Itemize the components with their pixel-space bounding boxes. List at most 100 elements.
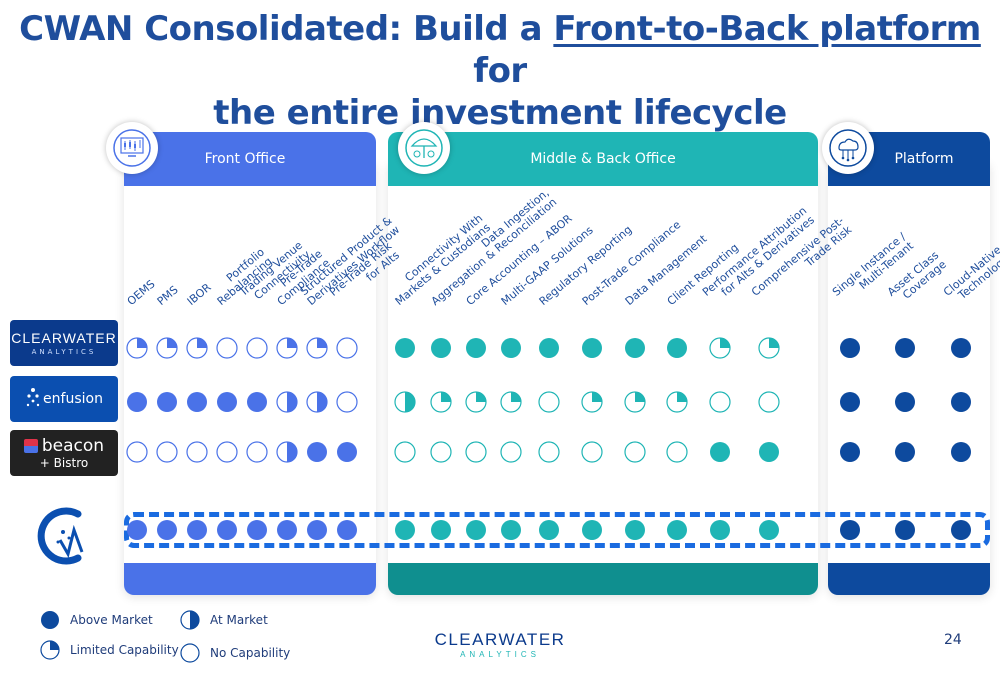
capability-dot-beacon-front-3 (186, 441, 208, 463)
capability-dot-clearwater-middle-2 (430, 337, 452, 359)
limited-capability-icon (40, 640, 60, 660)
capability-dot-enfusion-front-3 (186, 391, 208, 413)
capability-dot-enfusion-front-4 (216, 391, 238, 413)
capability-dot-cwan-front-1 (126, 519, 148, 541)
clearwater-logo-line2: ANALYTICS (31, 348, 97, 356)
capability-dot-enfusion-middle-9 (709, 391, 731, 413)
capability-dot-cwan-front-8 (336, 519, 358, 541)
capability-dot-clearwater-middle-7 (624, 337, 646, 359)
footer-brand-line2: ANALYTICS (460, 650, 540, 659)
front-office-label: Front Office (204, 151, 286, 167)
capability-dot-clearwater-middle-8 (666, 337, 688, 359)
cloud-circuit-icon (822, 122, 874, 174)
capability-dot-enfusion-middle-8 (666, 391, 688, 413)
umbrella-money-icon (398, 122, 450, 174)
capability-dot-clearwater-front-7 (306, 337, 328, 359)
platform-label: Platform (894, 151, 954, 167)
clearwater-logo: CLEARWATER ANALYTICS (10, 320, 118, 366)
capability-dot-beacon-front-6 (276, 441, 298, 463)
legend-above-label: Above Market (70, 613, 153, 627)
beacon-logo-line2: + Bistro (39, 456, 89, 470)
legend-market-label: At Market (210, 613, 268, 627)
capability-dot-beacon-middle-8 (666, 441, 688, 463)
capability-dot-cwan-middle-9 (709, 519, 731, 541)
capability-dot-clearwater-middle-3 (465, 337, 487, 359)
capability-dot-clearwater-platform-1 (839, 337, 861, 359)
capability-dot-cwan-front-7 (306, 519, 328, 541)
capability-dot-beacon-middle-4 (500, 441, 522, 463)
legend-limited: Limited Capability (40, 640, 179, 660)
capability-dot-beacon-platform-3 (950, 441, 972, 463)
title-link[interactable]: Front-to-Back platform (553, 9, 981, 49)
capability-dot-cwan-middle-7 (624, 519, 646, 541)
capability-dot-cwan-platform-3 (950, 519, 972, 541)
platform-footer (828, 563, 990, 595)
capability-dot-cwan-front-4 (216, 519, 238, 541)
legend-no-capability: No Capability (180, 643, 290, 663)
capability-dot-cwan-platform-2 (894, 519, 916, 541)
legend-limited-label: Limited Capability (70, 643, 179, 657)
capability-dot-cwan-middle-10 (758, 519, 780, 541)
capability-dot-beacon-middle-9 (709, 441, 731, 463)
capability-dot-enfusion-middle-1 (394, 391, 416, 413)
capability-dot-clearwater-front-5 (246, 337, 268, 359)
capability-dot-enfusion-middle-2 (430, 391, 452, 413)
capability-dot-clearwater-front-1 (126, 337, 148, 359)
front-office-footer (124, 563, 376, 595)
enfusion-logo-text: enfusion (43, 391, 103, 407)
legend-none-label: No Capability (210, 646, 291, 660)
capability-dot-enfusion-front-2 (156, 391, 178, 413)
front-office-header: Front Office (124, 132, 376, 186)
title-line2: the entire investment lifecycle (213, 93, 787, 133)
middle-office-footer (388, 563, 818, 595)
capability-dot-enfusion-platform-1 (839, 391, 861, 413)
clearwater-logo-line1: CLEARWATER (11, 330, 117, 346)
capability-dot-beacon-front-2 (156, 441, 178, 463)
capability-dot-cwan-middle-1 (394, 519, 416, 541)
capability-dot-clearwater-platform-3 (950, 337, 972, 359)
capability-dot-cwan-middle-3 (465, 519, 487, 541)
above-market-icon (41, 611, 59, 629)
capability-dot-beacon-middle-5 (538, 441, 560, 463)
capability-dot-enfusion-platform-2 (894, 391, 916, 413)
capability-dot-beacon-middle-1 (394, 441, 416, 463)
capability-dot-cwan-middle-8 (666, 519, 688, 541)
capability-dot-clearwater-platform-2 (894, 337, 916, 359)
capability-dot-enfusion-front-5 (246, 391, 268, 413)
capability-dot-beacon-middle-10 (758, 441, 780, 463)
capability-dot-beacon-front-8 (336, 441, 358, 463)
capability-dot-beacon-front-7 (306, 441, 328, 463)
trading-chart-icon (106, 122, 158, 174)
middle-office-header: Middle & Back Office (388, 132, 818, 186)
capability-dot-clearwater-front-2 (156, 337, 178, 359)
capability-dot-clearwater-front-8 (336, 337, 358, 359)
cwan-logo (30, 500, 100, 570)
beacon-mark-icon (23, 439, 38, 453)
capability-dot-enfusion-front-1 (126, 391, 148, 413)
footer-brand: CLEARWATER ANALYTICS (430, 630, 570, 659)
capability-dot-beacon-middle-3 (465, 441, 487, 463)
capability-dot-enfusion-middle-5 (538, 391, 560, 413)
capability-dot-clearwater-middle-6 (581, 337, 603, 359)
capability-dot-cwan-middle-4 (500, 519, 522, 541)
capability-dot-beacon-middle-7 (624, 441, 646, 463)
middle-office-panel (388, 160, 818, 595)
middle-office-label: Middle & Back Office (530, 151, 676, 167)
capability-dot-cwan-middle-2 (430, 519, 452, 541)
slide-title: CWAN Consolidated: Build a Front-to-Back… (0, 8, 1000, 134)
at-market-icon (180, 610, 200, 630)
title-post: for (473, 51, 527, 91)
page-number: 24 (944, 632, 962, 648)
capability-dot-enfusion-middle-4 (500, 391, 522, 413)
capability-dot-cwan-front-5 (246, 519, 268, 541)
footer-brand-line1: CLEARWATER (434, 630, 566, 649)
capability-dot-clearwater-middle-5 (538, 337, 560, 359)
capability-dot-clearwater-middle-9 (709, 337, 731, 359)
capability-dot-enfusion-front-8 (336, 391, 358, 413)
no-capability-icon (180, 643, 200, 663)
capability-dot-beacon-middle-6 (581, 441, 603, 463)
capability-dot-enfusion-platform-3 (950, 391, 972, 413)
enfusion-logo: enfusion (10, 376, 118, 422)
enfusion-mark-icon (26, 388, 40, 407)
capability-dot-enfusion-middle-7 (624, 391, 646, 413)
